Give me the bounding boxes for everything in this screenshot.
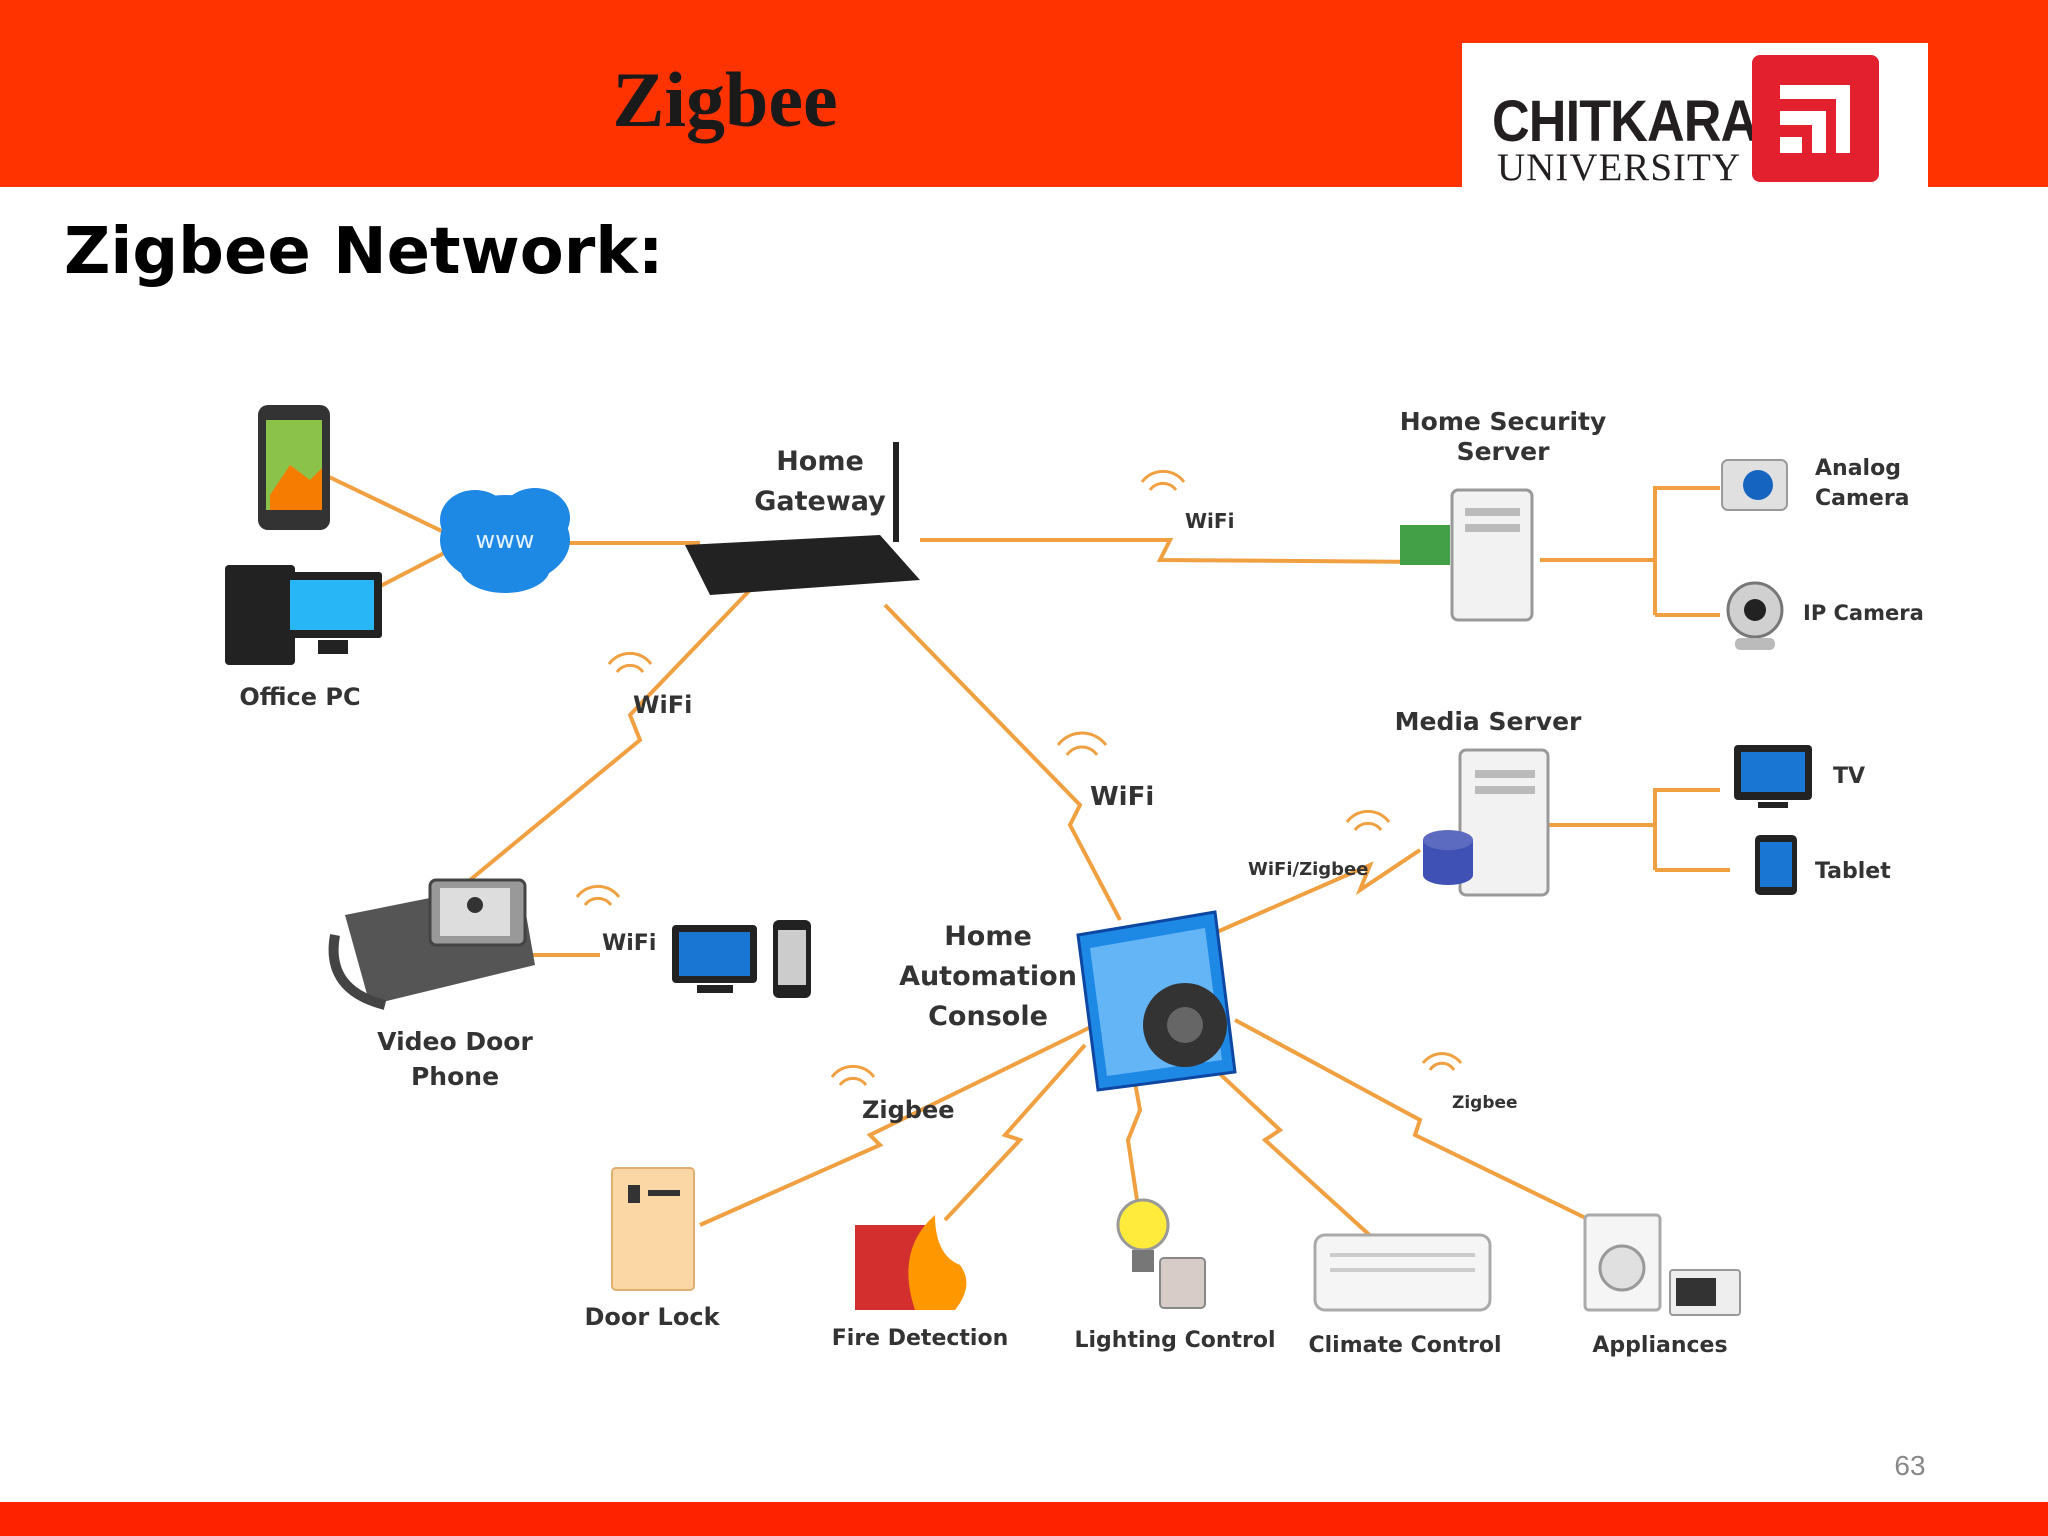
- logo-word-chitkara: CHITKARA: [1492, 89, 1758, 154]
- zigbee-label-door-lock: Zigbee: [862, 1096, 955, 1124]
- fire-detection-icon: [855, 1215, 967, 1310]
- wifi-signal-icons: [575, 469, 1463, 1086]
- router-icon: [685, 442, 920, 595]
- home-security-server-label-line2: Server: [1457, 437, 1551, 466]
- home-gateway-label-line2: Gateway: [754, 486, 886, 517]
- slide-title: Zigbee: [612, 56, 838, 143]
- analog-camera-label-line2: Camera: [1815, 486, 1910, 511]
- analog-camera-label-line1: Analog: [1815, 456, 1901, 481]
- zigbee-label-appliances: Zigbee: [1452, 1093, 1518, 1113]
- tv-label: TV: [1833, 764, 1865, 789]
- video-door-phone-icon: [328, 878, 535, 1010]
- logo-word-university: UNIVERSITY: [1497, 146, 1741, 189]
- office-pc-label: Office PC: [239, 683, 360, 711]
- wifi-label-console: WiFi: [1090, 782, 1154, 812]
- wifi-label-door-phone: WiFi: [633, 691, 692, 719]
- door-lock-icon: [611, 1167, 695, 1291]
- internet-cloud-icon: [440, 488, 570, 593]
- smartphone-icon: [258, 405, 330, 530]
- logo-mark-icon: [1752, 55, 1879, 182]
- section-heading: Zigbee Network:: [64, 215, 664, 289]
- appliances-label: Appliances: [1592, 1333, 1727, 1358]
- appliances-icon: [1583, 1213, 1741, 1316]
- home-automation-console-label-line2: Automation: [899, 961, 1077, 992]
- climate-control-label: Climate Control: [1308, 1333, 1501, 1358]
- cloud-www-label: www: [476, 526, 535, 554]
- university-logo: CHITKARA UNIVERSITY: [1462, 43, 1928, 189]
- lighting-control-icon: [1116, 1198, 1206, 1309]
- fire-detection-label: Fire Detection: [832, 1326, 1009, 1351]
- wifi-label-security: WiFi: [1185, 509, 1234, 533]
- lighting-control-label: Lighting Control: [1074, 1328, 1275, 1353]
- tablet-label: Tablet: [1815, 859, 1891, 884]
- home-security-server-label-line1: Home Security: [1400, 407, 1607, 436]
- media-server-icon: [1423, 748, 1550, 897]
- video-door-phone-label-line2: Phone: [411, 1062, 499, 1091]
- climate-control-icon: [1313, 1233, 1492, 1312]
- media-server-label: Media Server: [1395, 707, 1582, 736]
- tv-icon: [1734, 745, 1812, 808]
- home-automation-console-label-line3: Console: [928, 1001, 1048, 1032]
- desktop-pc-icon: [225, 565, 382, 665]
- automation-console-icon: [1076, 910, 1237, 1092]
- wifi-label-devices: WiFi: [602, 931, 656, 956]
- page-number: 63: [1894, 1450, 1926, 1481]
- footer-bar: [0, 1502, 2048, 1536]
- ip-camera-label: IP Camera: [1803, 601, 1924, 625]
- mobile-phone-icon: [773, 920, 811, 998]
- security-server-icon: [1400, 488, 1534, 622]
- monitor-icon: [672, 925, 757, 993]
- wifi-zigbee-label: WiFi/Zigbee: [1248, 859, 1368, 880]
- video-door-phone-label-line1: Video Door: [377, 1027, 533, 1056]
- analog-camera-icon: [1721, 459, 1788, 511]
- tablet-icon: [1755, 835, 1797, 895]
- home-automation-console-label-line1: Home: [944, 921, 1032, 952]
- door-lock-label: Door Lock: [584, 1303, 720, 1331]
- ip-camera-icon: [1726, 581, 1784, 650]
- home-gateway-label-line1: Home: [776, 446, 864, 477]
